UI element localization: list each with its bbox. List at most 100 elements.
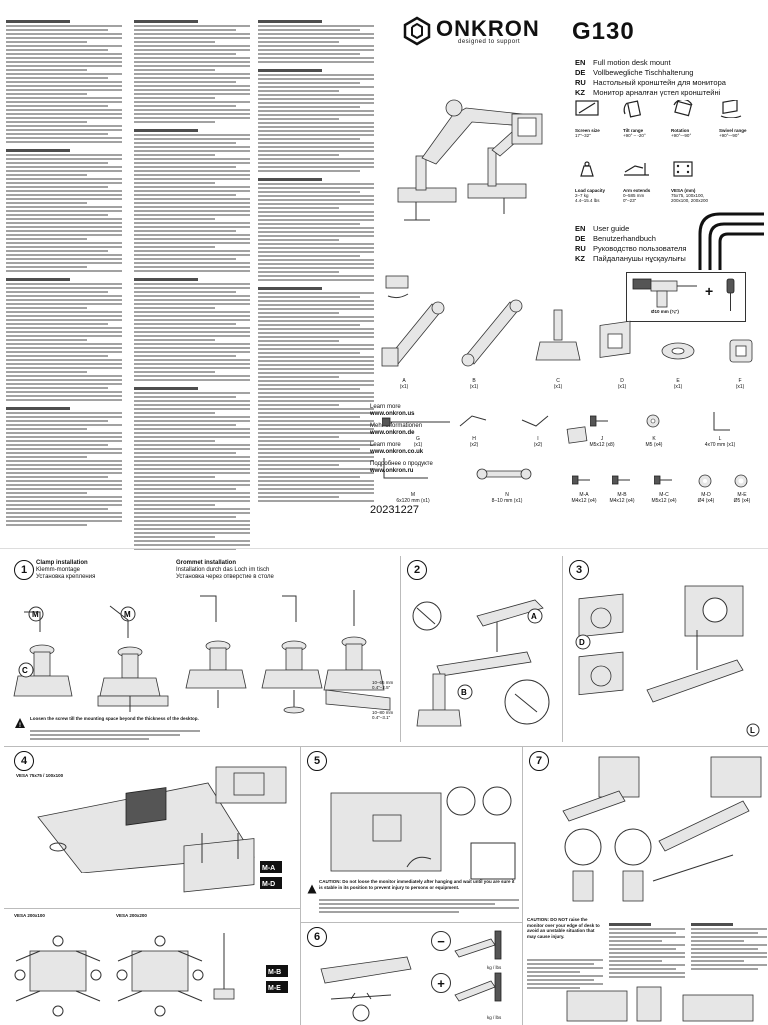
step-7-desk-illustration	[566, 986, 754, 1022]
svg-text:B: B	[461, 688, 467, 697]
screw-m-b-icon	[612, 475, 630, 485]
part-h-bracket	[459, 415, 487, 427]
specs-row-1: Screen size 17"–32" Tilt range +90° – -2…	[575, 98, 765, 148]
step-3-vesa-plate-illustration: D L	[575, 585, 760, 737]
svg-text:M-D: M-D	[262, 881, 275, 888]
step-2-arm-assembly-illustration: A B	[412, 599, 550, 727]
part-d-vesa-plate	[599, 320, 631, 358]
document-code: 20231227	[370, 504, 419, 516]
text-column-3	[258, 14, 374, 504]
part-j-screw	[590, 415, 608, 427]
brand-tagline: designed to support	[458, 39, 521, 45]
grommet-installation-illustration	[185, 590, 391, 714]
step-2-number: 2	[407, 560, 427, 580]
part-i-bracket	[521, 415, 549, 427]
tools-plus: +	[705, 283, 714, 299]
vesa-200x100-label: VESA 200x100	[14, 913, 45, 918]
step-5-panel: 5 CAUTION: Do not loose the monitor imme…	[300, 746, 523, 923]
svg-text:L: L	[750, 726, 755, 735]
step-7-text-blocks: CAUTION: DO NOT raise the monitor over y…	[527, 917, 767, 989]
specs-row-2: Load capacity 2–7 kg 4.4–15.4 lbs Arm ex…	[575, 160, 765, 210]
svg-text:M: M	[124, 610, 131, 619]
step-6-tension-adjust-illustration	[320, 956, 412, 1022]
swivel-range-icon	[719, 99, 743, 119]
vesa-200x200-illustration	[116, 935, 204, 1017]
step-1b-title: Grommet installation Installation durch …	[176, 560, 274, 580]
weight-unit-b: kg / lbs	[487, 1015, 502, 1020]
step-5-caution: CAUTION: Do not loose the monitor immedi…	[319, 879, 515, 890]
step-5-number: 5	[307, 751, 327, 771]
increase-tension-icon: +	[431, 973, 451, 993]
washer-m-e-icon	[734, 474, 748, 488]
part-l-hex-key	[713, 412, 730, 431]
text-column-1	[6, 14, 122, 528]
screw-bag-icon	[566, 426, 588, 444]
spec-tilt-range: Tilt range +90° – -20°	[623, 100, 669, 138]
main-parts-list: A(x1) B(x1) C(x1) D(x1) E(x1) F(x1)	[376, 292, 768, 402]
decorative-arc-graphic	[696, 210, 766, 272]
step-4-number: 4	[14, 751, 34, 771]
spec-load-capacity: Load capacity 2–7 kg 4.4–15.4 lbs	[575, 160, 621, 203]
part-e-grommet-plate	[661, 342, 695, 360]
step-4b-panel: VESA 200x100 VESA 200x200 M-B M-E	[4, 908, 300, 1025]
caution-icon	[307, 881, 317, 894]
svg-text:D: D	[579, 638, 585, 647]
tilt-range-icon	[623, 100, 647, 118]
step-4-screws-detail: M-A M-D	[183, 833, 282, 893]
text-column-2	[134, 14, 250, 552]
svg-text:C: C	[22, 666, 28, 675]
step-6-panel: 6 − + kg / lbs kg / lbs	[300, 922, 523, 1025]
clamp-part-icon	[378, 270, 418, 300]
spec-swivel-range: Swivel range +90°–-90°	[719, 99, 765, 138]
part-k-nut	[646, 414, 660, 428]
part-f-cable-clip	[729, 339, 753, 363]
page-divider	[0, 548, 768, 549]
step-7-cable-management-illustration	[562, 756, 762, 902]
step-1-title: Clamp installation Klemm-montage Установ…	[36, 560, 96, 580]
spec-screen-size: Screen size 17"–32"	[575, 100, 621, 138]
warning-icon: !	[14, 716, 26, 729]
arm-extends-icon	[623, 160, 649, 178]
drill-size-label: Ø10 mm (⅜")	[651, 309, 679, 314]
rotation-icon	[671, 98, 695, 118]
svg-text:A: A	[531, 612, 537, 621]
vesa-200x100-illustration	[14, 935, 102, 1017]
step-5-hang-monitor-illustration	[330, 786, 516, 880]
step-4-panel: 4 VESA 75x75 / 100x100 M-A M-D	[4, 746, 300, 907]
load-capacity-icon	[575, 160, 599, 178]
step-6-number: 6	[307, 927, 327, 947]
spec-arm-extends: Arm extends 0–585 mm 0"–23"	[623, 160, 669, 203]
step-2-panel: 2 A B	[400, 556, 561, 742]
part-n-wrench	[476, 468, 532, 480]
screw-m-c-icon	[654, 475, 672, 485]
onkron-logo-icon	[402, 16, 432, 46]
brand-name: ONKRON	[436, 16, 540, 41]
vesa-200x200-label: VESA 200x200	[116, 913, 147, 918]
vesa-75-100-label: VESA 75x75 / 100x100	[16, 773, 64, 778]
vesa-icon	[671, 160, 695, 178]
vesa-screws-detail: M-B M-E	[213, 933, 288, 1000]
screwdriver-icon	[726, 278, 735, 311]
clamp-installation-illustration: M C M	[13, 605, 169, 712]
spec-rotation: Rotation +90°–-90°	[671, 98, 717, 138]
spec-vesa: VESA (mm) 75x75, 100x100, 200x100, 200x2…	[671, 160, 765, 203]
weight-unit-a: kg / lbs	[487, 965, 502, 970]
part-b-upper-arm	[461, 299, 523, 367]
washer-m-d-icon	[698, 474, 712, 488]
decrease-tension-icon: −	[431, 931, 451, 951]
product-hero-illustration	[392, 88, 572, 228]
svg-text:M-B: M-B	[268, 969, 281, 976]
